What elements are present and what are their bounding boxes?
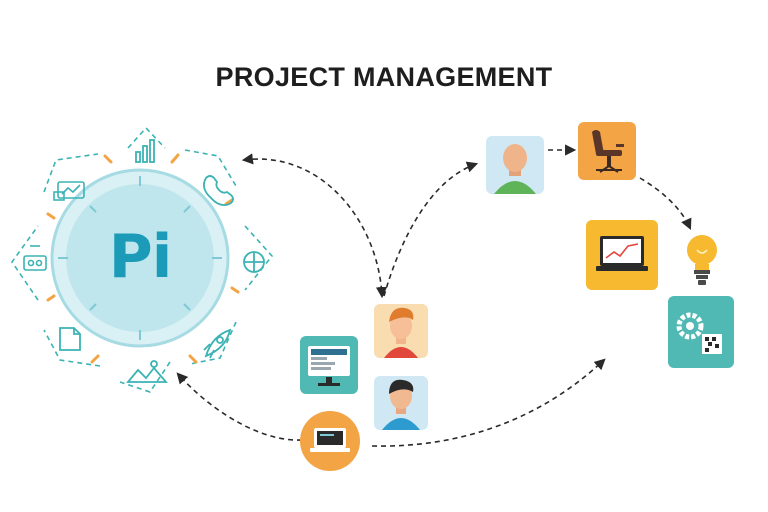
lightbulb-icon xyxy=(687,235,717,285)
laptop-circle-card xyxy=(300,411,360,471)
phone-icon xyxy=(202,175,234,207)
arrow-hub-to-people xyxy=(241,153,388,299)
target-icon xyxy=(243,251,265,273)
document-icon xyxy=(59,327,81,351)
connector-arrows xyxy=(176,144,692,447)
hub xyxy=(11,126,274,393)
laptop-chart-card xyxy=(586,220,658,290)
monitor-card xyxy=(300,336,358,394)
person-green-card xyxy=(486,136,544,194)
rocket-icon xyxy=(203,328,232,359)
settings-panel-icon xyxy=(23,245,47,271)
bar-chart-icon xyxy=(135,139,155,163)
person-red-card xyxy=(374,304,428,358)
arrow-laptop-to-hub xyxy=(176,372,303,441)
arrow-laptop-to-gears xyxy=(371,358,606,447)
hub-label: Pi xyxy=(108,222,173,292)
presentation-icon xyxy=(53,181,85,201)
diagram-title: PROJECT MANAGEMENT xyxy=(215,62,553,92)
gears-card xyxy=(668,296,734,368)
landscape-icon xyxy=(126,360,168,383)
arrow-people-to-green xyxy=(383,161,479,297)
arrow-chair-to-bulb xyxy=(639,177,692,231)
office-chair-card xyxy=(578,122,636,180)
person-blue-card xyxy=(374,376,428,430)
